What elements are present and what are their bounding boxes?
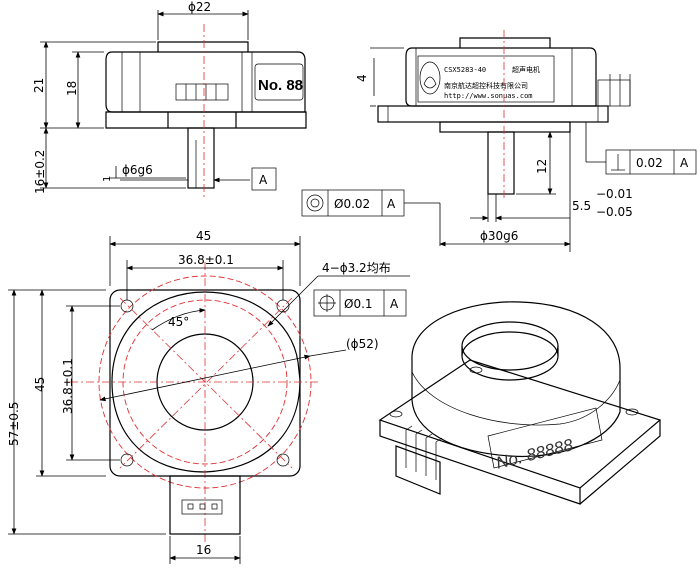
side-flange <box>377 105 609 123</box>
motor-body <box>105 51 306 113</box>
perpendicularity-frame <box>605 149 697 175</box>
dim-h36: 36.8±0.1 <box>61 358 75 414</box>
dim-w36: 36.8±0.1 <box>178 253 234 267</box>
mount-hole <box>276 453 290 467</box>
dim-21: 21 <box>32 78 46 93</box>
dim-phi6: ϕ6g6 <box>122 163 153 177</box>
tol-upper: −0.01 <box>596 187 633 201</box>
dim-phi30: ϕ30g6 <box>480 229 518 243</box>
hub <box>439 121 571 133</box>
datum-a-front: A <box>259 173 268 187</box>
company-text: 南京航达超控科技有限公司 <box>444 81 528 90</box>
angle-45: 45° <box>168 315 189 329</box>
tol-base: 5.5 <box>572 199 591 213</box>
side-view: CSX5283-40 超声电机 南京航达超控科技有限公司 http://www.… <box>301 30 697 252</box>
dim-4: 4 <box>355 74 369 82</box>
iso-connector <box>395 445 441 495</box>
iso-body <box>411 301 621 458</box>
dim-w45: 45 <box>196 229 211 243</box>
label-plate <box>417 55 555 103</box>
front-view: No. 88 ϕ22 21 18 16±0.2 <box>32 0 307 200</box>
concentricity-icon <box>306 194 324 212</box>
mount-hole <box>120 453 134 467</box>
iso-nameplate <box>487 407 603 469</box>
url-text: http://www.sonuas.com <box>444 92 533 100</box>
perp-datum: A <box>680 156 689 170</box>
dim-phi22: ϕ22 <box>188 0 211 14</box>
plan-connector <box>169 475 241 535</box>
type-text: 超声电机 <box>512 65 540 74</box>
perp-value: 0.02 <box>636 156 663 170</box>
shaft <box>187 127 215 189</box>
position-frame <box>313 289 407 317</box>
pos-datum: A <box>390 297 399 311</box>
top-boss <box>157 41 249 52</box>
side-connector <box>597 79 631 107</box>
dim-1: 1 <box>102 176 113 182</box>
connector <box>175 83 229 101</box>
dim-12: 12 <box>535 159 549 174</box>
nameplate-text-iso: No. 88888 <box>494 435 575 473</box>
iso-view: No. 88888 <box>378 301 662 505</box>
nameplate-text-front: No. 88 <box>258 77 303 94</box>
tol-lower: −0.05 <box>596 205 633 219</box>
dim-18: 18 <box>65 81 79 96</box>
holes-label: 4−ϕ3.2均布 <box>322 261 391 275</box>
pos-value: Ø0.1 <box>344 297 373 311</box>
model-text: CSX5283-40 <box>444 66 486 74</box>
datum-box-front <box>251 167 277 191</box>
plan-view: 45 36.8±0.1 4−ϕ3.2均布 Ø0.1 A 45° (ϕ52) 57… <box>7 229 410 564</box>
side-body <box>405 47 597 107</box>
nameplate-front <box>254 63 304 101</box>
dim-w16: 16 <box>196 543 211 557</box>
conc-datum: A <box>387 197 396 211</box>
logo <box>419 61 441 95</box>
conc-value: Ø0.02 <box>334 197 370 211</box>
dim-16: 16±0.2 <box>33 150 47 194</box>
side-shaft <box>487 131 515 195</box>
dim-h57: 57±0.5 <box>7 402 21 446</box>
flange <box>105 111 307 129</box>
dim-h45: 45 <box>33 377 47 392</box>
dim-phi52: (ϕ52) <box>346 337 379 351</box>
